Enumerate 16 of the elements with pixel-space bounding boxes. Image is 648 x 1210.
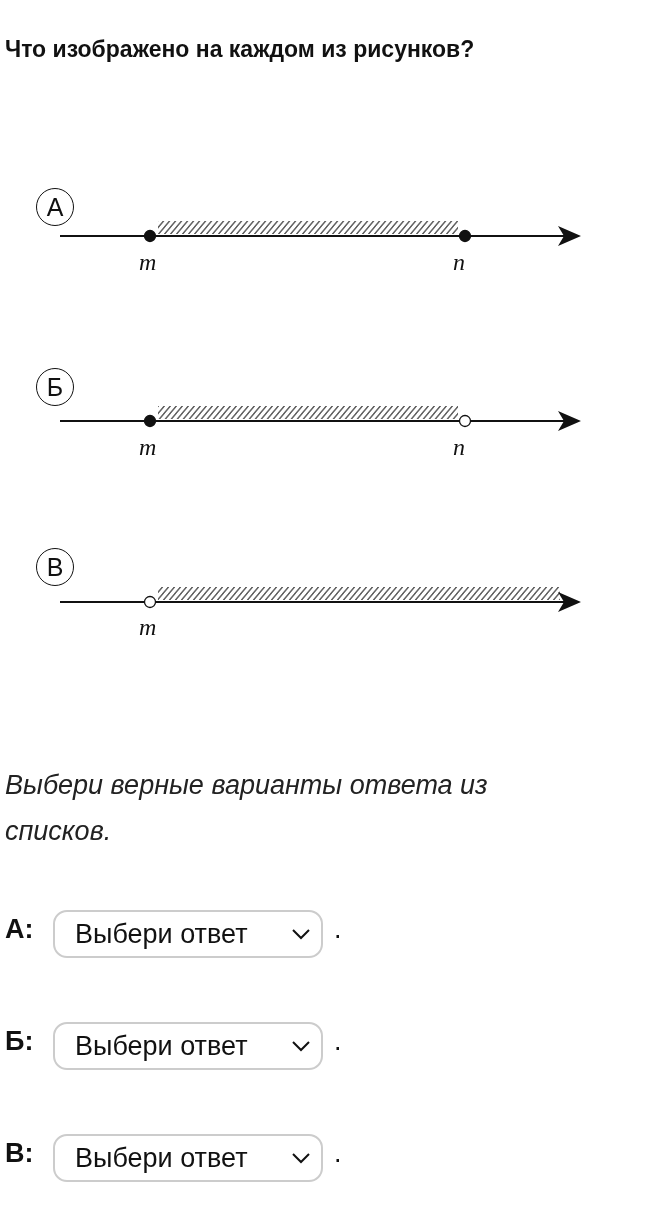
dropdown: Выбери ответ [53,910,323,958]
period: . [334,1026,342,1057]
point-label: m [139,435,157,459]
point-label: m [139,250,157,274]
point-label: n [453,435,465,459]
period: . [334,1138,342,1169]
answer-key: А: [5,914,34,945]
point-label: n [453,250,465,274]
point-label: m [139,615,157,639]
question-title: Что изображено на каждом из рисунков? [5,36,475,63]
dropdown: Выбери ответ [53,1022,323,1070]
period: . [334,914,342,945]
dropdown: Выбери ответ [53,1134,323,1182]
instruction-text: Выбери верные варианты ответа из списков. [5,769,489,848]
answer-key: В: [5,1138,34,1169]
answer-key: Б: [5,1026,34,1057]
